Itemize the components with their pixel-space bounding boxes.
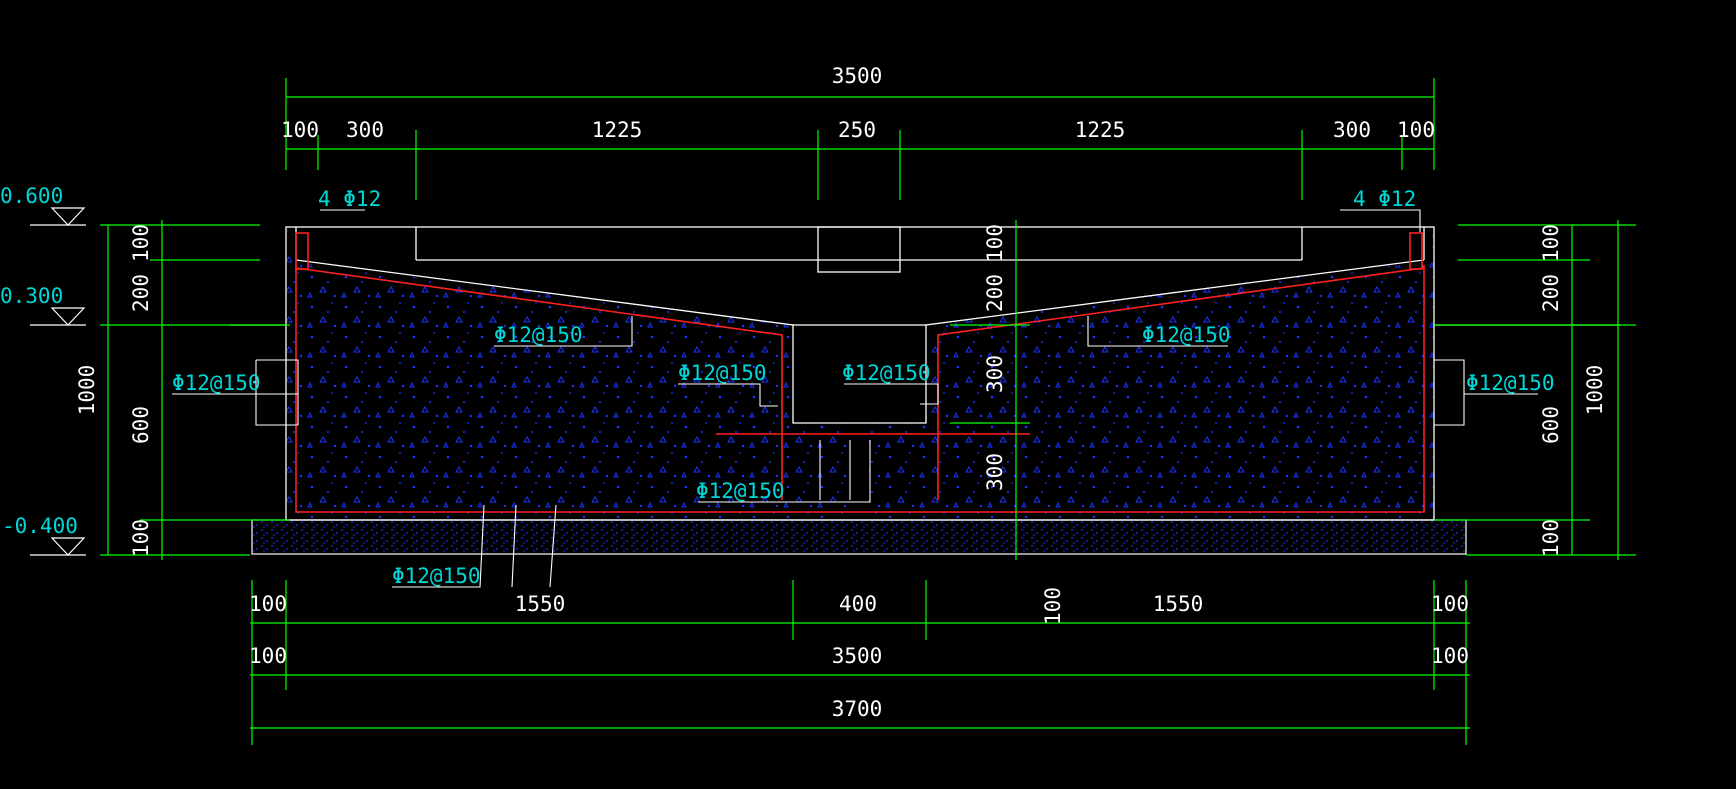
elevation-labels: 0.600 0.300 -0.400 <box>0 184 78 538</box>
dim-top-seg-5: 1225 <box>1075 118 1126 142</box>
label-base-slab: Φ12@150 <box>392 564 481 588</box>
rebar-slope-right <box>937 267 1425 500</box>
label-trench-right: Φ12@150 <box>842 361 931 385</box>
dim-left-4: 100 <box>129 519 153 557</box>
bedding-layer <box>251 519 1467 555</box>
dim-bottom-overall: 3700 <box>832 697 883 721</box>
dim-top-seg-3: 1225 <box>592 118 643 142</box>
dim-top-seg-6: 300 <box>1333 118 1371 142</box>
elevation-top: 0.600 <box>0 184 63 208</box>
dim-bottom1-e: 1550 <box>1153 592 1204 616</box>
dim-right-3: 600 <box>1539 406 1563 444</box>
rebar-corner-right <box>1409 232 1423 270</box>
rebar-labels: 4 Φ12 4 Φ12 Φ12@150 Φ12@150 Φ12@150 Φ12@… <box>172 187 1555 588</box>
center-box <box>817 226 901 273</box>
dim-bottom1-f: 100 <box>1431 592 1469 616</box>
rebar-lines <box>295 232 1425 513</box>
dimension-texts: 3500 100 300 1225 250 1225 300 100 100 1… <box>75 64 1607 721</box>
dim-bottom2-b: 3500 <box>832 644 883 668</box>
label-wall-right: Φ12@150 <box>1466 371 1555 395</box>
dim-left-1: 100 <box>129 224 153 262</box>
elevation-bottom: -0.400 <box>2 514 78 538</box>
dim-center-3: 300 <box>983 355 1007 393</box>
dim-right-2: 200 <box>1539 274 1563 312</box>
dim-left-overall: 1000 <box>75 365 99 416</box>
slope-left-outline <box>295 259 1425 424</box>
concrete-left-block <box>287 227 850 518</box>
dim-right-1: 100 <box>1539 224 1563 262</box>
dim-bottom1-b: 1550 <box>515 592 566 616</box>
dim-right-overall: 1000 <box>1583 365 1607 416</box>
elevation-mid: 0.300 <box>0 284 63 308</box>
dim-bottom1-c: 400 <box>839 592 877 616</box>
label-trench-bottom: Φ12@150 <box>696 479 785 503</box>
concrete-right-block <box>869 227 1434 518</box>
elevation-markers <box>30 207 86 556</box>
label-wall-left: Φ12@150 <box>172 371 261 395</box>
leader-lines <box>172 209 1538 588</box>
dim-top-seg-2: 300 <box>346 118 384 142</box>
dim-center-4: 300 <box>983 453 1007 491</box>
label-corner-left: 4 Φ12 <box>318 187 381 211</box>
label-slope-left: Φ12@150 <box>494 323 583 347</box>
dim-bottom2-a: 100 <box>249 644 287 668</box>
dim-bottom1-a: 100 <box>249 592 287 616</box>
dim-bottom2-c: 100 <box>1431 644 1469 668</box>
label-slope-right: Φ12@150 <box>1142 323 1231 347</box>
label-trench-left: Φ12@150 <box>678 361 767 385</box>
dim-top-seg-4: 250 <box>838 118 876 142</box>
label-corner-right: 4 Φ12 <box>1353 187 1416 211</box>
dim-center-2: 200 <box>983 274 1007 312</box>
dim-left-3: 600 <box>129 406 153 444</box>
dimension-lines <box>100 78 1636 745</box>
rebar-corner-left <box>295 232 309 270</box>
concrete-body <box>251 227 1467 555</box>
dim-left-2: 200 <box>129 274 153 312</box>
dim-top-overall: 3500 <box>832 64 883 88</box>
dim-right-4: 100 <box>1539 519 1563 557</box>
dim-top-seg-7: 100 <box>1397 118 1435 142</box>
dim-center-1: 100 <box>983 224 1007 262</box>
dim-top-seg-1: 100 <box>281 118 319 142</box>
rebar-outer-left <box>295 265 1425 513</box>
dim-bottom1-d: 100 <box>1041 587 1065 625</box>
rebar-slope-left <box>295 267 783 500</box>
